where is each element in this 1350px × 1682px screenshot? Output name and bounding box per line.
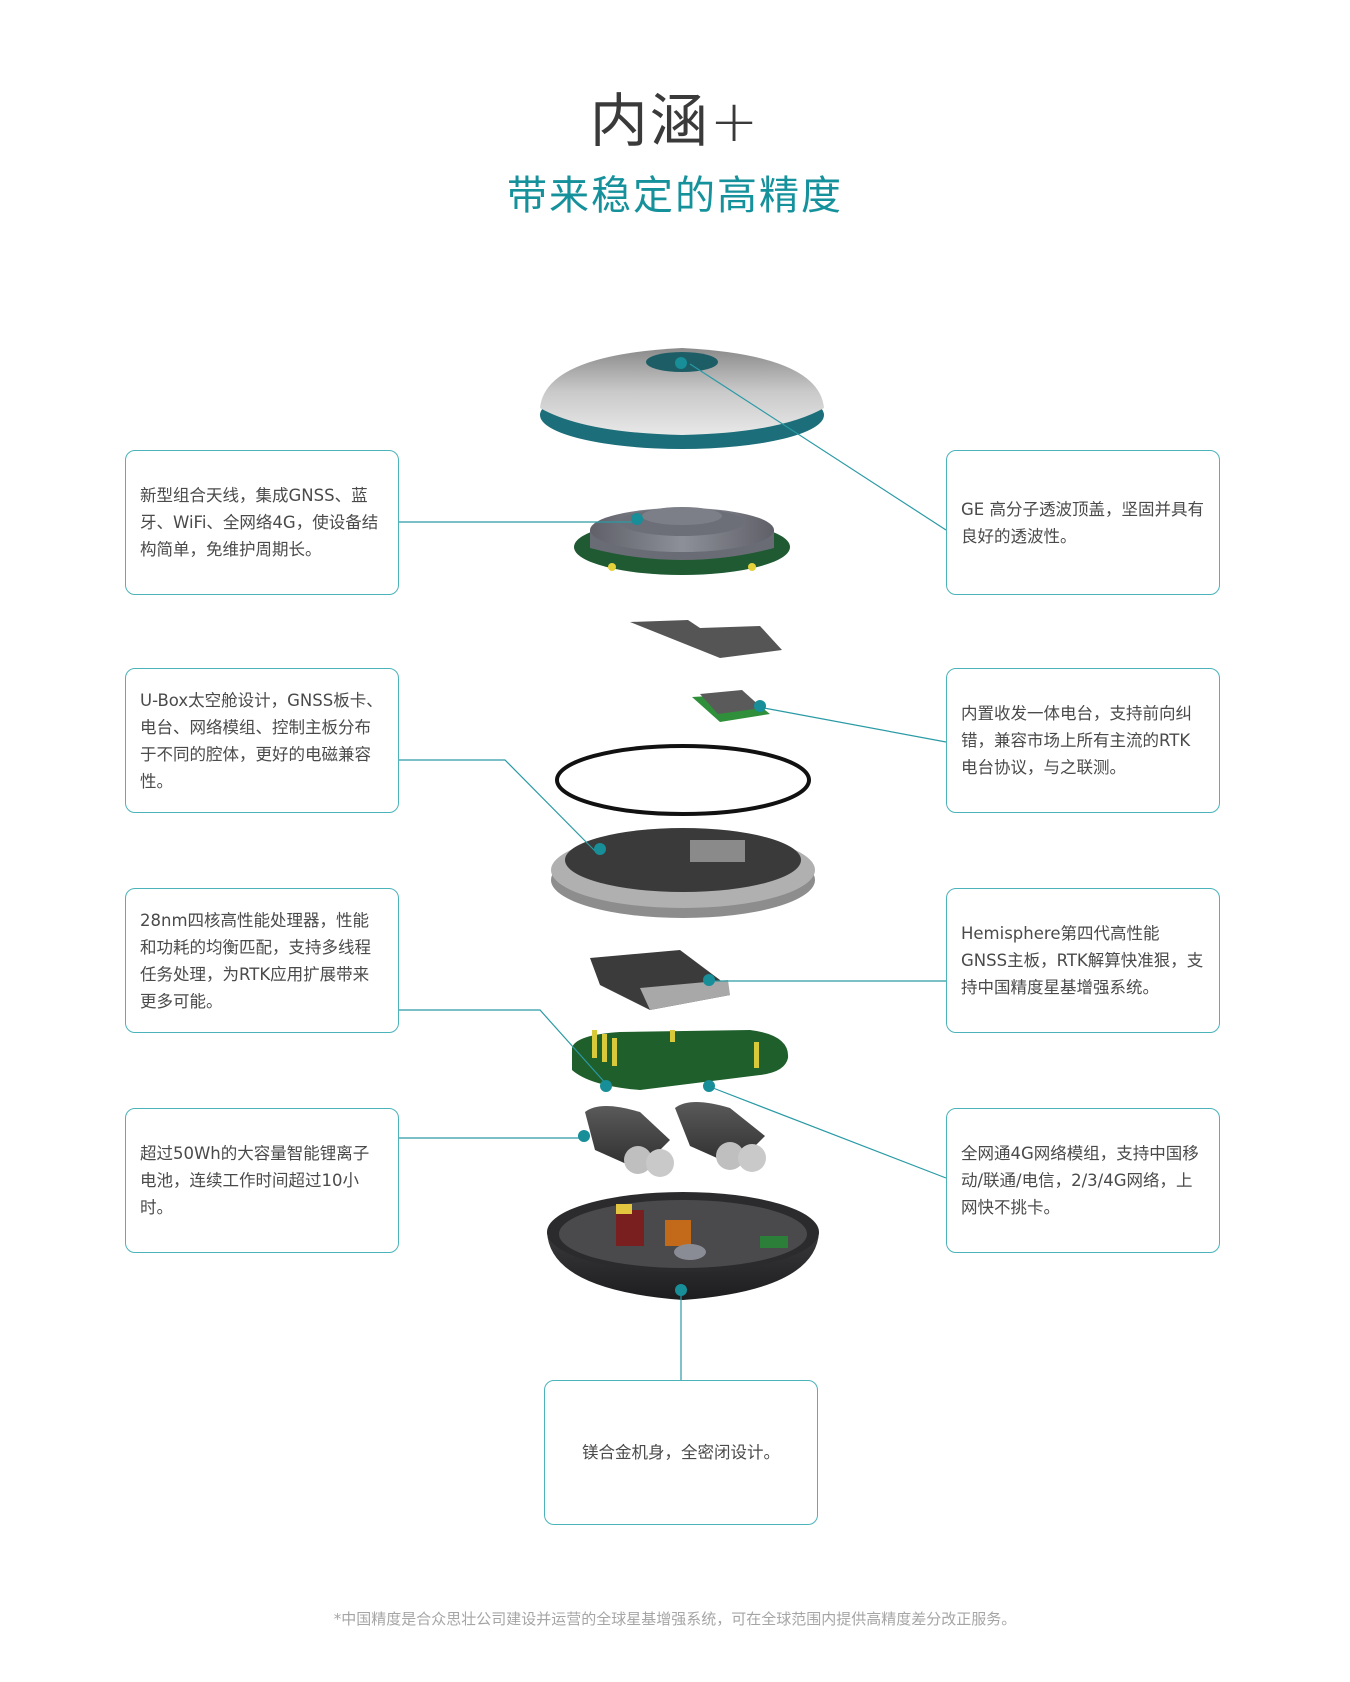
callout-dots: [578, 357, 766, 1296]
callout-text: 镁合金机身，全密闭设计。: [582, 1443, 780, 1462]
callout-antenna: 新型组合天线，集成GNSS、蓝牙、WiFi、全网络4G，使设备结构简单，免维护周…: [125, 450, 399, 595]
top-cover-part: [540, 348, 824, 449]
o-ring-part: [555, 744, 811, 816]
leader-lines: [396, 363, 947, 1380]
callout-housing: 镁合金机身，全密闭设计。: [544, 1380, 818, 1525]
callout-gnss-board: Hemisphere第四代高性能GNSS主板，RTK解算快准狠，支持中国精度星基…: [946, 888, 1220, 1033]
callout-text: 28nm四核高性能处理器，性能和功耗的均衡匹配，支持多线程任务处理，为RTK应用…: [140, 910, 371, 1011]
callout-text: U-Box太空舱设计，GNSS板卡、电台、网络模组、控制主板分布于不同的腔体，更…: [140, 690, 383, 791]
main-board-part: [572, 1030, 789, 1090]
page-subtitle: 带来稳定的高精度: [507, 173, 843, 219]
callout-top-cover: GE 高分子透波顶盖，坚固并具有良好的透波性。: [946, 450, 1220, 595]
callout-text: 超过50Wh的大容量智能锂离子电池，连续工作时间超过10小时。: [140, 1144, 370, 1217]
gnss-board-part: [590, 950, 730, 1010]
callout-text: 新型组合天线，集成GNSS、蓝牙、WiFi、全网络4G，使设备结构简单，免维护周…: [140, 486, 379, 559]
u-box-chassis-part: [551, 828, 815, 918]
radio-part: [692, 690, 770, 722]
callout-4g-module: 全网通4G网络模组，支持中国移动/联通/电信，2/3/4G网络，上网快不挑卡。: [946, 1108, 1220, 1253]
housing-part: [547, 1192, 819, 1300]
footnote: *中国精度是合众思壮公司建设并运营的全球星基增强系统，可在全球范围内提供高精度差…: [333, 1610, 1017, 1628]
callout-u-box-chassis: U-Box太空舱设计，GNSS板卡、电台、网络模组、控制主板分布于不同的腔体，更…: [125, 668, 399, 813]
callout-text: 内置收发一体电台，支持前向纠错，兼容市场上所有主流的RTK电台协议，与之联测。: [961, 704, 1192, 777]
battery-part: [585, 1102, 766, 1177]
callout-battery: 超过50Wh的大容量智能锂离子电池，连续工作时间超过10小时。: [125, 1108, 399, 1253]
callout-radio: 内置收发一体电台，支持前向纠错，兼容市场上所有主流的RTK电台协议，与之联测。: [946, 668, 1220, 813]
shield-plate-part: [630, 620, 782, 658]
callout-text: GE 高分子透波顶盖，坚固并具有良好的透波性。: [961, 499, 1204, 546]
callout-processor: 28nm四核高性能处理器，性能和功耗的均衡匹配，支持多线程任务处理，为RTK应用…: [125, 888, 399, 1033]
page-title: 内涵+: [589, 87, 761, 155]
callout-text: Hemisphere第四代高性能GNSS主板，RTK解算快准狠，支持中国精度星基…: [961, 924, 1204, 997]
antenna-part: [574, 507, 790, 575]
callout-text: 全网通4G网络模组，支持中国移动/联通/电信，2/3/4G网络，上网快不挑卡。: [961, 1144, 1199, 1217]
